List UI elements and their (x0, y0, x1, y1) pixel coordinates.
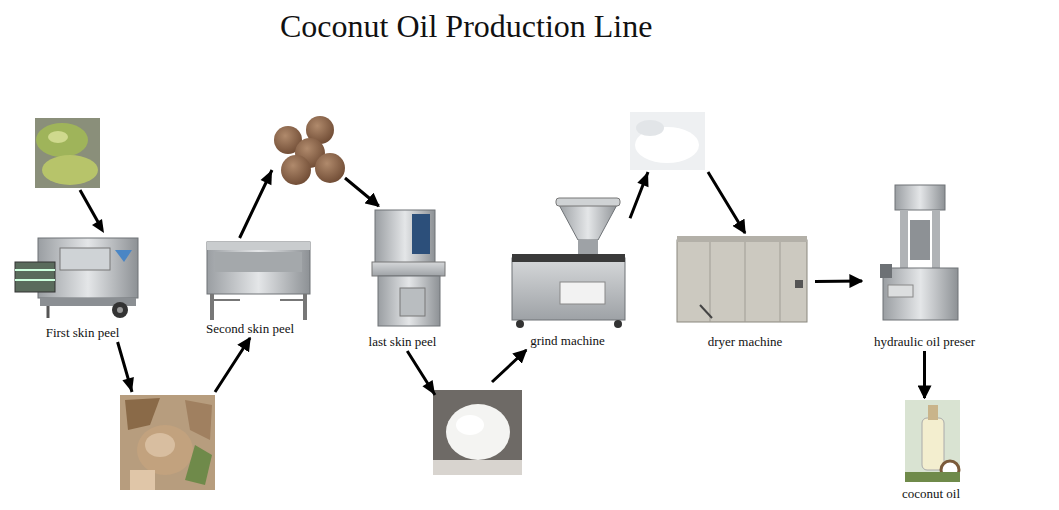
machine-label: hydraulic oil preser (874, 334, 975, 351)
machine-label: last skin peel (369, 334, 437, 351)
flow-line (815, 279, 862, 282)
coconut-powder-photo (630, 112, 705, 170)
coconut-meat-photo (433, 390, 522, 475)
machine-node: last skin peel (355, 206, 450, 351)
arrow-head (122, 377, 134, 392)
machine-label: grind machine (530, 333, 605, 350)
machine-node: dryer machine (675, 233, 815, 351)
flow-arrow (240, 170, 379, 238)
flow-line (407, 350, 526, 395)
machine-label: Second skin peel (206, 321, 294, 338)
dryer-machine (677, 236, 807, 322)
flow-arrow (80, 190, 98, 222)
grinding-machine (512, 198, 625, 328)
flow-arrow (118, 338, 250, 392)
arrow-head (637, 172, 648, 187)
machine-label: coconut oil (902, 486, 960, 503)
peeling-machine (207, 242, 310, 320)
machine-node: coconut oil (895, 398, 967, 503)
coconut-oil-photo (905, 400, 960, 482)
machine-node: hydraulic oil preser (862, 183, 987, 351)
flow-arrow (815, 280, 862, 281)
arrow-head (261, 170, 272, 185)
arrow-head (422, 380, 435, 395)
green-coconut-photo (35, 118, 100, 188)
machine-node: Second skin peel (185, 238, 315, 338)
hydraulic-press (880, 185, 958, 320)
flow-line (118, 338, 250, 392)
flow-arrow (407, 350, 526, 395)
flow-arrow (630, 172, 745, 233)
machine-label: dryer machine (708, 334, 783, 351)
flow-line (630, 172, 745, 233)
peeling-machine (372, 210, 445, 326)
peeled-coconut-photo (274, 116, 345, 185)
flow-arrow (924, 351, 925, 398)
machine-node: grind machine (505, 195, 630, 350)
flow-line (923, 351, 926, 398)
diagram-title: Coconut Oil Production Line (280, 8, 710, 45)
arrow-head (92, 219, 104, 233)
peeling-machine (15, 238, 138, 318)
machine-label: First skin peel (46, 325, 120, 342)
machine-node: First skin peel (15, 232, 150, 342)
coconut-shell-photo (120, 395, 215, 490)
flow-line (240, 170, 379, 238)
